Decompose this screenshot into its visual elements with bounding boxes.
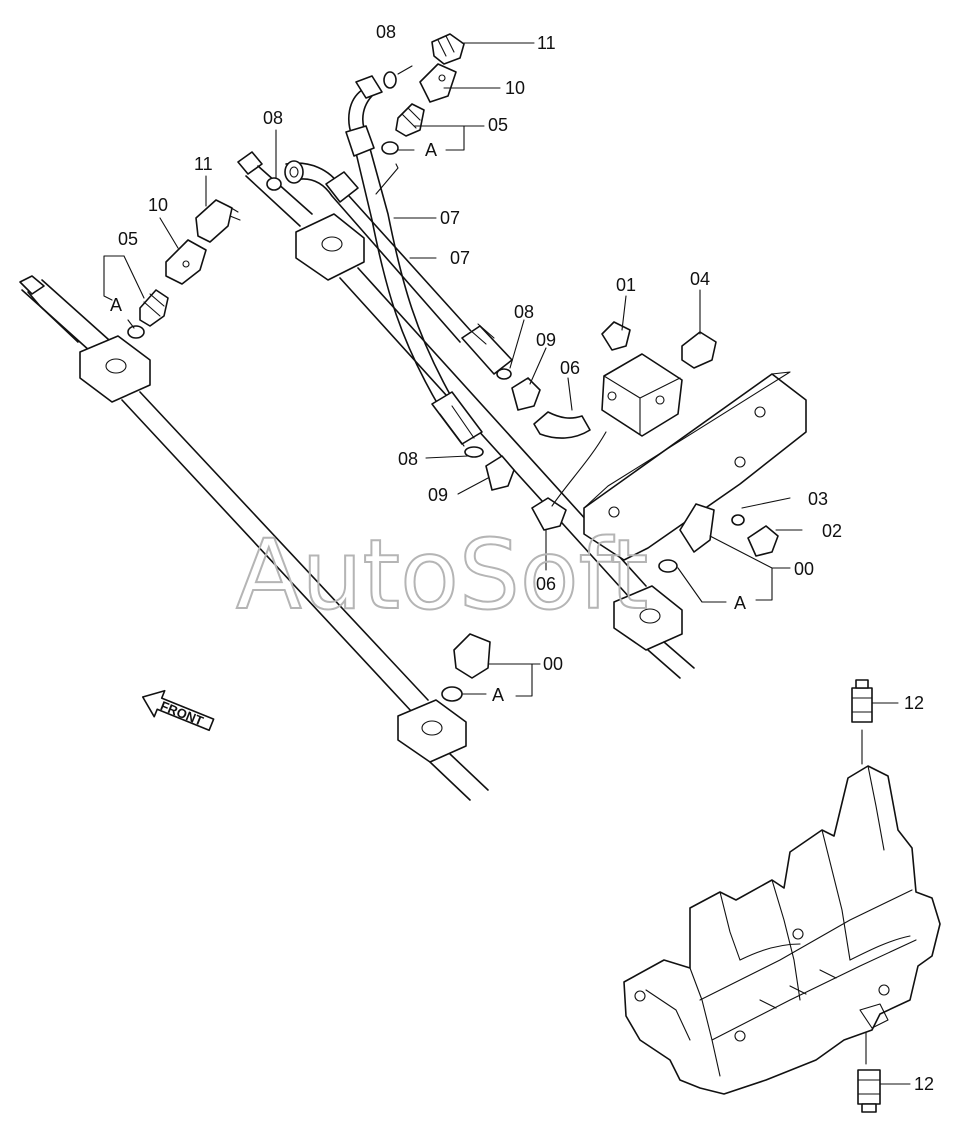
fitting-09-mid [511,377,541,411]
o-ring-08-left [266,177,282,191]
callout-labels: 08 11 10 05 A 08 11 10 05 A 07 07 01 04 … [110,22,934,1094]
elbow-06-mid [533,411,591,439]
callout-02: 02 [822,521,842,541]
callout-07-lower: 07 [450,248,470,268]
callout-07-upper: 07 [440,208,460,228]
callout-08-lower: 08 [398,449,418,469]
fitting-05-left [139,289,169,327]
callout-08-top: 08 [376,22,396,42]
control-valve-assembly [623,765,941,1095]
fitting-09-lower [485,455,515,491]
valve-block-01 [601,321,683,437]
o-ring-a-top [381,141,399,155]
callout-01: 01 [616,275,636,295]
sensor-12-bottom [857,1069,881,1113]
callout-12-bottom: 12 [914,1074,934,1094]
callout-06-lower: 06 [536,574,556,594]
fitting-05-top [395,103,425,137]
callout-11-left: 11 [194,154,213,174]
callout-05-top: 05 [488,115,508,135]
callout-a-lower: A [492,685,504,705]
plug-00-right [679,503,715,553]
callout-09-mid: 09 [536,330,556,350]
callout-11-top: 11 [537,33,556,53]
callout-08-mid: 08 [514,302,534,322]
callout-00-right: 00 [794,559,814,579]
front-label: FRONT [158,698,205,729]
callout-a-right: A [734,593,746,613]
callout-10-top: 10 [505,78,525,98]
callout-04: 04 [690,269,710,289]
o-ring-a-left [127,325,145,339]
watermark: AutoSoft [236,519,648,631]
callout-00-lower: 00 [543,654,563,674]
callout-03: 03 [808,489,828,509]
hose-07-upper [284,160,513,375]
plug-04 [681,331,717,369]
callout-06-mid: 06 [560,358,580,378]
callout-08-left: 08 [263,108,283,128]
o-ring-a-right [658,559,678,573]
hose-07-lower [345,75,483,447]
fitting-10-left [165,239,207,285]
callout-05-left: 05 [118,229,138,249]
callout-a-top: A [425,140,437,160]
fitting-10-top [419,63,457,103]
o-ring-a-lower [441,686,463,702]
callout-a-left: A [110,295,122,315]
fitting-11-left [195,199,241,243]
o-ring-08-mid-a [496,368,512,380]
boom-pipe-middle [237,151,695,679]
bolt-02 [747,525,779,557]
front-direction-arrow: FRONT [141,689,215,732]
mounting-bracket [583,371,807,561]
leader-lines [103,42,911,1085]
callout-10-left: 10 [148,195,168,215]
elbow-06-lower [531,431,607,531]
o-ring-08-mid-b [464,446,484,458]
boom-pipe-left [19,275,489,801]
o-ring-08-top [383,71,397,89]
washer-03 [731,514,745,526]
plug-00-lower [453,633,491,679]
fitting-11-top [431,33,465,65]
sensor-12-top [851,679,873,723]
callout-09-lower: 09 [428,485,448,505]
callout-12-top: 12 [904,693,924,713]
